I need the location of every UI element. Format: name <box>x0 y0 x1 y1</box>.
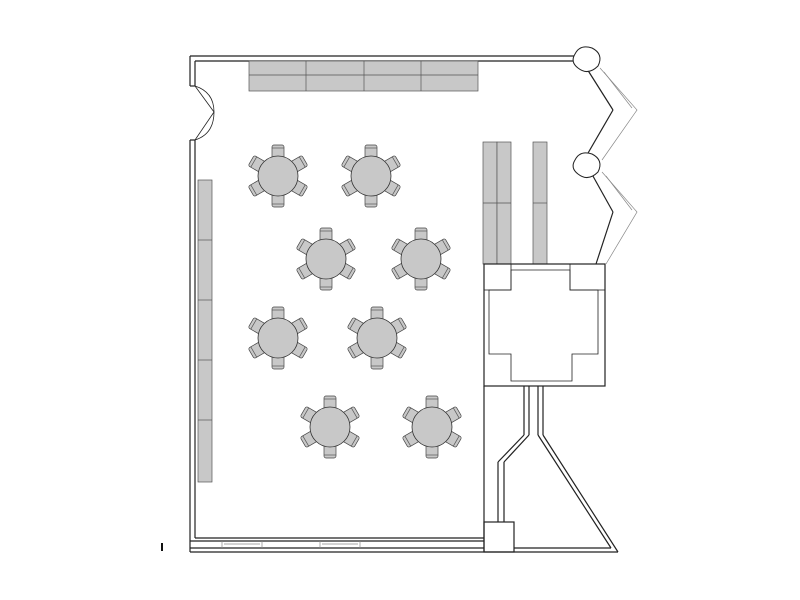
chair-back <box>346 267 354 279</box>
table-top <box>309 406 351 448</box>
table-top <box>305 238 347 280</box>
entrance-door <box>194 85 215 141</box>
chair-back <box>250 156 258 168</box>
chair-back <box>298 184 306 196</box>
round-table-t1 <box>248 144 308 208</box>
round-table-t7 <box>300 395 360 459</box>
table-top <box>257 317 299 359</box>
glazed-facade <box>572 46 638 265</box>
table-top <box>350 155 392 197</box>
chair-back <box>346 239 354 251</box>
table-top <box>356 317 398 359</box>
stage-platform <box>483 263 606 387</box>
chair-back <box>391 156 399 168</box>
chair-back <box>250 346 258 358</box>
kitchen-wing <box>483 386 619 553</box>
service-counters-right <box>482 141 548 265</box>
chair-back <box>397 346 405 358</box>
table-top <box>257 155 299 197</box>
round-table-t3 <box>296 227 356 291</box>
chair-back <box>391 184 399 196</box>
chair-back <box>404 407 412 419</box>
chair-back <box>441 267 449 279</box>
chair-back <box>349 346 357 358</box>
room-walls <box>189 55 584 553</box>
chair-back <box>250 184 258 196</box>
chair-back <box>441 239 449 251</box>
round-table-t6 <box>347 306 407 370</box>
table-top <box>400 238 442 280</box>
chair-back <box>250 318 258 330</box>
round-table-t5 <box>248 306 308 370</box>
round-tables <box>248 144 462 459</box>
chair-back <box>350 407 358 419</box>
chair-back <box>302 435 310 447</box>
chair-back <box>298 156 306 168</box>
round-table-t4 <box>391 227 451 291</box>
chair-back <box>452 435 460 447</box>
chair-back <box>298 346 306 358</box>
chair-back <box>393 239 401 251</box>
chair-back <box>343 184 351 196</box>
buffet-counter-top <box>248 60 479 92</box>
table-top <box>411 406 453 448</box>
chair-back <box>298 239 306 251</box>
chair-back <box>393 267 401 279</box>
chair-back <box>302 407 310 419</box>
round-table-t8 <box>402 395 462 459</box>
round-table-t2 <box>341 144 401 208</box>
chair-back <box>298 267 306 279</box>
chair-back <box>350 435 358 447</box>
chair-back <box>452 407 460 419</box>
chair-back <box>404 435 412 447</box>
chair-back <box>397 318 405 330</box>
counter-left <box>197 179 213 483</box>
bottom-windows <box>221 541 361 548</box>
chair-back <box>343 156 351 168</box>
chair-back <box>349 318 357 330</box>
chair-back <box>298 318 306 330</box>
